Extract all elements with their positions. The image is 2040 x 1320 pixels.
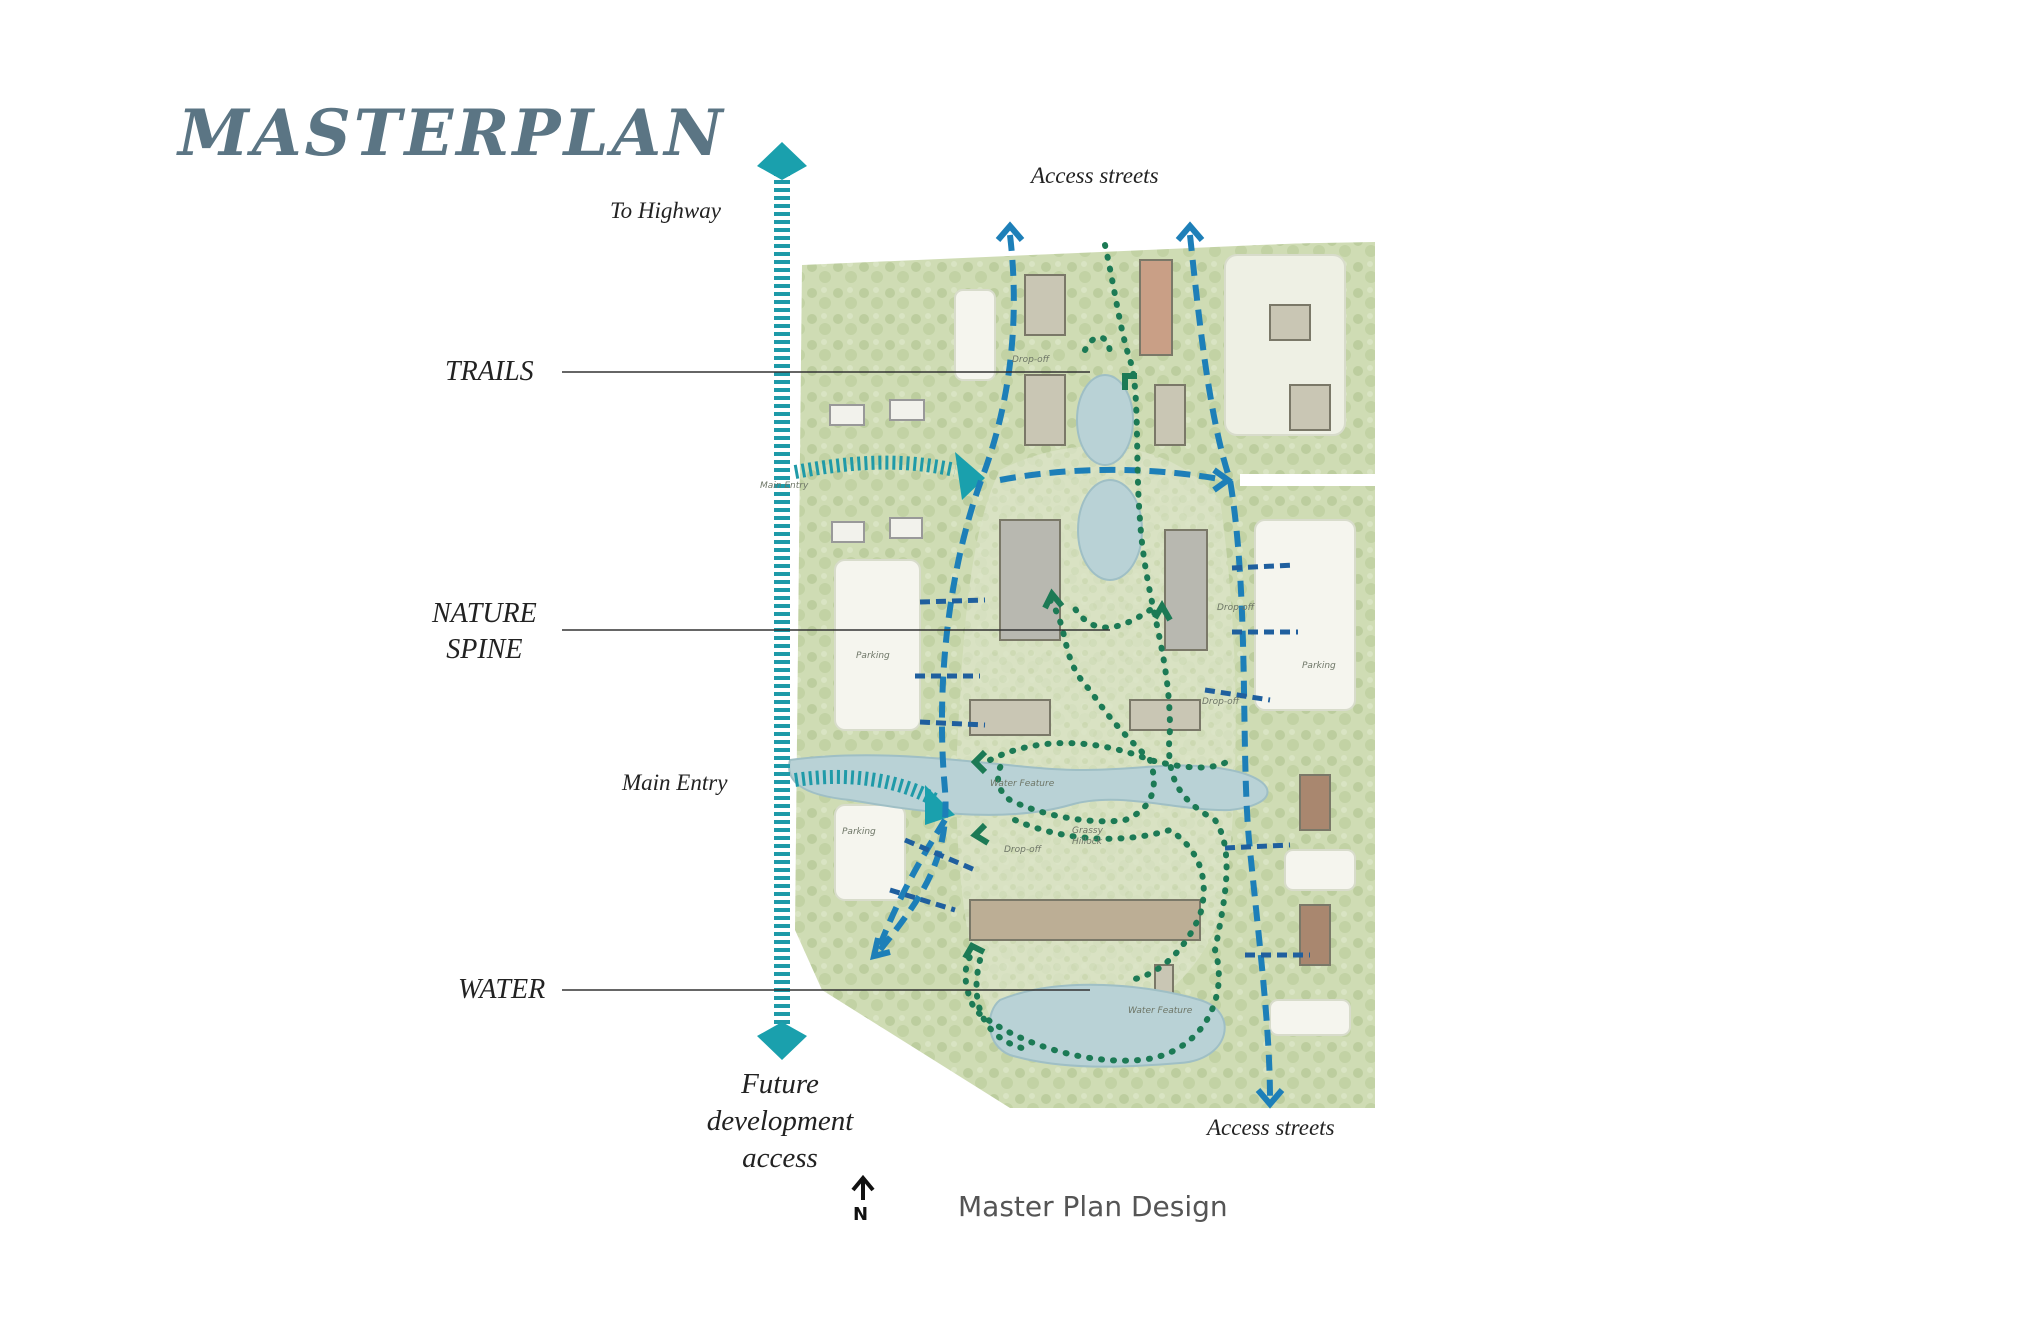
map-label-drop-off-4: Drop-off xyxy=(1004,845,1043,855)
map-label-water-feature-1: Water Feature xyxy=(990,779,1055,789)
water-bodies xyxy=(788,374,1269,1068)
label-main-entry: Main Entry xyxy=(622,770,728,795)
left-parcel xyxy=(802,265,980,500)
future-line3: access xyxy=(742,1142,818,1174)
label-access-streets-bottom: Access streets xyxy=(1207,1115,1335,1140)
map-label-main-entry: Main Entry xyxy=(760,481,809,491)
map-label-parking-left-1: Parking xyxy=(856,651,890,661)
future-line1: Future xyxy=(741,1068,819,1100)
map-label-drop-off-3: Drop-off xyxy=(1202,697,1241,707)
top-road xyxy=(799,228,1376,252)
map-label-parking-left-2: Parking xyxy=(842,827,876,837)
label-future-development-access: Future development access xyxy=(680,1066,880,1177)
label-nature-spine: NATURE SPINE xyxy=(432,596,537,668)
map-label-hillock: Hillock xyxy=(1072,837,1103,847)
parking-lots xyxy=(834,254,1356,1036)
parking-connectors xyxy=(889,562,1310,958)
map-label-water-feature-2: Water Feature xyxy=(1128,1006,1193,1016)
map-label-grassy: Grassy xyxy=(1072,826,1104,836)
small-buildings xyxy=(829,399,925,543)
entry-arrowhead-upper xyxy=(955,452,985,500)
map-caption: Master Plan Design xyxy=(958,1190,1228,1223)
access-arrowheads xyxy=(870,221,1285,1109)
label-access-streets-top: Access streets xyxy=(1031,163,1159,188)
label-nature-spine-line2: SPINE xyxy=(446,634,523,665)
future-access-spine xyxy=(757,142,807,1060)
map-label-drop-off-2: Drop-off xyxy=(1217,603,1256,613)
label-to-highway: To Highway xyxy=(610,198,721,223)
future-line2: development xyxy=(706,1105,854,1137)
map-label-drop-off-1: Drop-off xyxy=(1012,355,1051,365)
label-water: WATER xyxy=(458,974,546,1005)
main-entry-arrows xyxy=(793,455,957,807)
label-nature-spine-line1: NATURE xyxy=(432,598,537,629)
trail-arrowheads xyxy=(962,373,1173,960)
label-trails: TRAILS xyxy=(445,356,534,387)
page-title: MASTERPLAN xyxy=(178,96,726,171)
leader-lines xyxy=(562,371,1110,991)
north-arrow-icon xyxy=(851,1174,875,1200)
main-buildings xyxy=(969,259,1331,996)
north-label: N xyxy=(853,1204,869,1225)
access-streets xyxy=(877,234,1273,1101)
map-label-parking-right: Parking xyxy=(1302,661,1336,671)
trails xyxy=(962,242,1233,1064)
